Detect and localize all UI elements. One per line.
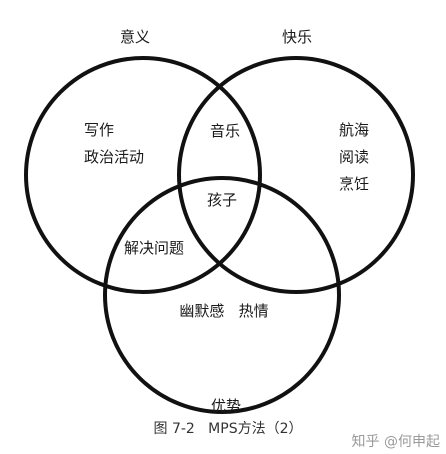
circle-strength [103, 176, 341, 414]
region-strength-only: 幽默感 热情 [179, 302, 268, 320]
region-meaning-item-1: 写作 [84, 121, 114, 139]
region-meaning-happiness: 音乐 [210, 122, 240, 140]
region-meaning-strength: 解决问题 [124, 239, 184, 257]
figure-caption: 图 7-2 MPS方法（2） [154, 421, 303, 437]
region-all-three: 孩子 [207, 191, 237, 209]
set-label-meaning: 意义 [120, 28, 150, 46]
region-happiness-item-2: 阅读 [339, 148, 369, 166]
circle-happiness [177, 56, 415, 294]
set-label-strength: 优势 [211, 397, 241, 415]
region-meaning-item-2: 政治活动 [84, 148, 144, 166]
region-happiness-item-3: 烹饪 [339, 175, 369, 193]
region-happiness-item-1: 航海 [339, 121, 369, 139]
set-label-happiness: 快乐 [282, 28, 312, 46]
watermark: 知乎 @何申起 [352, 433, 440, 450]
circle-meaning [24, 56, 262, 294]
